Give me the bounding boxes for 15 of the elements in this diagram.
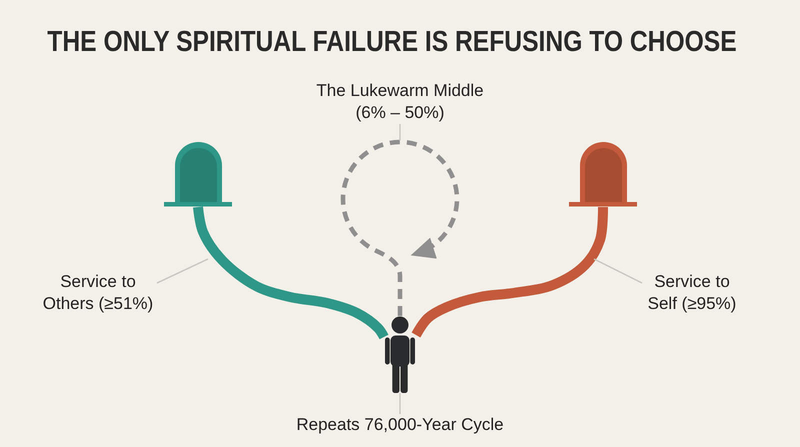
leader-line bbox=[594, 258, 642, 284]
person-icon bbox=[384, 316, 416, 393]
diagram-title: THE ONLY SPIRITUAL FAILURE IS REFUSING TO CHOOSE bbox=[47, 25, 737, 59]
loop-label: The Lukewarm Middle (6% – 50%) bbox=[312, 80, 488, 124]
path-label: Service to Self (≥95%) bbox=[642, 271, 742, 315]
leader-line bbox=[156, 258, 208, 284]
cycle-label: Repeats 76,000-Year Cycle bbox=[296, 414, 504, 436]
path-curve bbox=[193, 206, 388, 340]
path-curve bbox=[412, 207, 608, 338]
leader-line bbox=[399, 124, 401, 140]
leader-line bbox=[399, 393, 401, 414]
arched-door-icon bbox=[164, 142, 232, 207]
path-label: Service to Others (≥51%) bbox=[39, 271, 157, 315]
loop-arrow bbox=[340, 140, 460, 316]
arched-door-icon bbox=[569, 142, 637, 207]
